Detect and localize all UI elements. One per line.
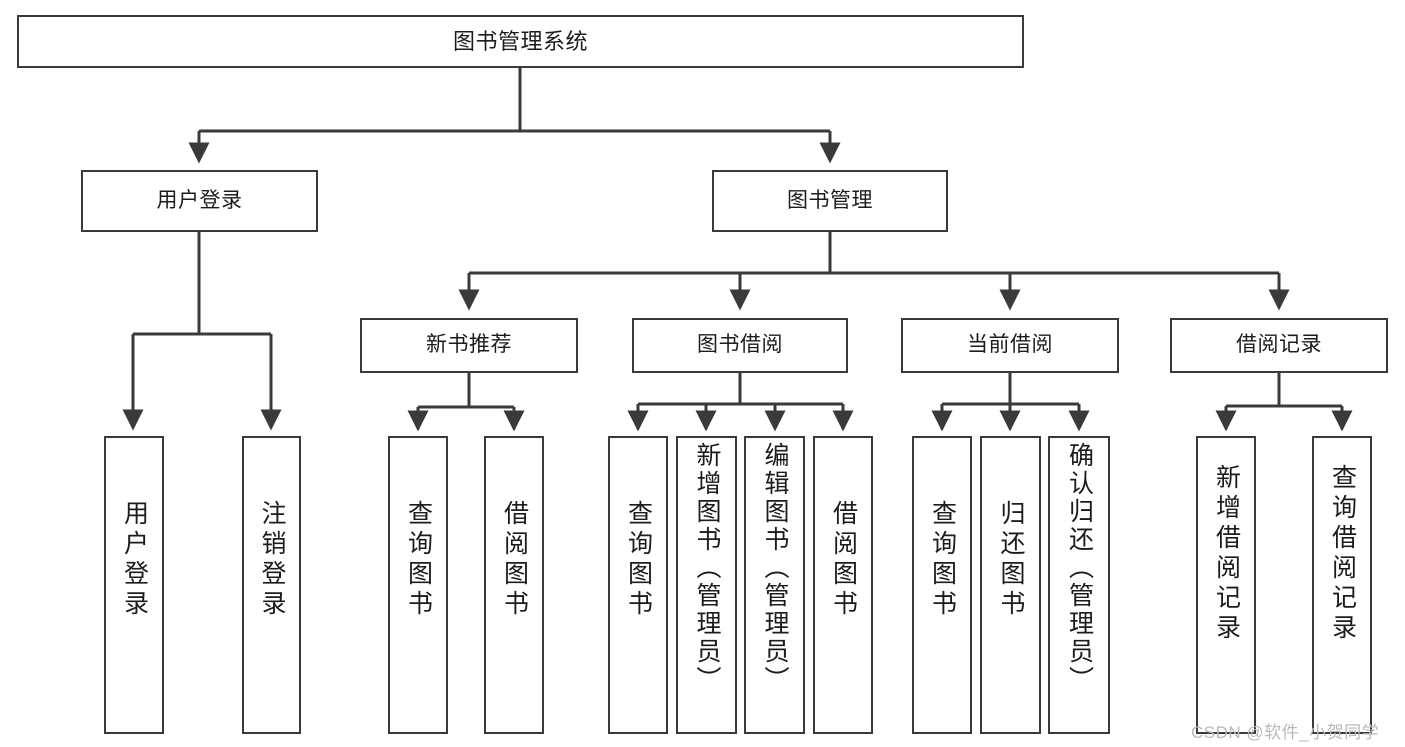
node-label: 新增借阅记录 bbox=[1212, 464, 1241, 644]
leaf-record-add-record[interactable]: 新增借阅记录 bbox=[1196, 436, 1256, 734]
node-label: 确认归还（管理员） bbox=[1065, 442, 1094, 694]
leaf-current-query-book[interactable]: 查询图书 bbox=[912, 436, 972, 734]
node-label: 编辑图书（管理员） bbox=[761, 442, 789, 694]
node-book-management[interactable]: 图书管理 bbox=[712, 170, 948, 232]
node-label: 图书借阅 bbox=[697, 333, 783, 357]
leaf-current-confirm-return-admin[interactable]: 确认归还（管理员） bbox=[1048, 436, 1110, 734]
node-label: 用户登录 bbox=[156, 188, 243, 212]
node-label: 注销登录 bbox=[258, 500, 286, 620]
node-label: 查询借阅记录 bbox=[1328, 464, 1357, 644]
leaf-borrow-add-book-admin[interactable]: 新增图书（管理员） bbox=[676, 436, 737, 734]
node-new-book-recommend[interactable]: 新书推荐 bbox=[360, 318, 578, 373]
node-root-system[interactable]: 图书管理系统 bbox=[17, 15, 1024, 68]
node-user-login[interactable]: 用户登录 bbox=[81, 170, 318, 232]
node-label: 图书管理系统 bbox=[452, 28, 588, 54]
node-current-borrow[interactable]: 当前借阅 bbox=[901, 318, 1119, 373]
node-label: 查询图书 bbox=[624, 500, 653, 620]
node-label: 借阅图书 bbox=[500, 500, 529, 620]
node-label: 查询图书 bbox=[928, 500, 957, 620]
leaf-new-book-query-book[interactable]: 查询图书 bbox=[388, 436, 448, 734]
leaf-record-query-record[interactable]: 查询借阅记录 bbox=[1312, 436, 1372, 734]
node-borrow-record[interactable]: 借阅记录 bbox=[1170, 318, 1388, 373]
leaf-borrow-borrow-book[interactable]: 借阅图书 bbox=[813, 436, 873, 734]
node-label: 当前借阅 bbox=[967, 333, 1053, 357]
leaf-user-logout[interactable]: 注销登录 bbox=[242, 436, 301, 734]
csdn-watermark: CSDN @软件_小贺同学 bbox=[1191, 723, 1380, 742]
node-label: 查询图书 bbox=[404, 500, 433, 620]
leaf-borrow-edit-book-admin[interactable]: 编辑图书（管理员） bbox=[744, 436, 805, 734]
node-label: 归还图书 bbox=[997, 500, 1025, 620]
leaf-new-book-borrow-book[interactable]: 借阅图书 bbox=[484, 436, 544, 734]
node-label: 借阅图书 bbox=[829, 500, 858, 620]
leaf-current-return-book[interactable]: 归还图书 bbox=[980, 436, 1041, 734]
leaf-user-login[interactable]: 用户登录 bbox=[104, 436, 164, 734]
node-label: 用户登录 bbox=[120, 500, 149, 620]
node-label: 图书管理 bbox=[787, 188, 873, 212]
node-label: 借阅记录 bbox=[1236, 333, 1322, 357]
node-label: 新书推荐 bbox=[426, 333, 512, 357]
node-label: 新增图书（管理员） bbox=[693, 442, 721, 694]
node-book-borrow[interactable]: 图书借阅 bbox=[632, 318, 848, 373]
leaf-borrow-query-book[interactable]: 查询图书 bbox=[608, 436, 668, 734]
